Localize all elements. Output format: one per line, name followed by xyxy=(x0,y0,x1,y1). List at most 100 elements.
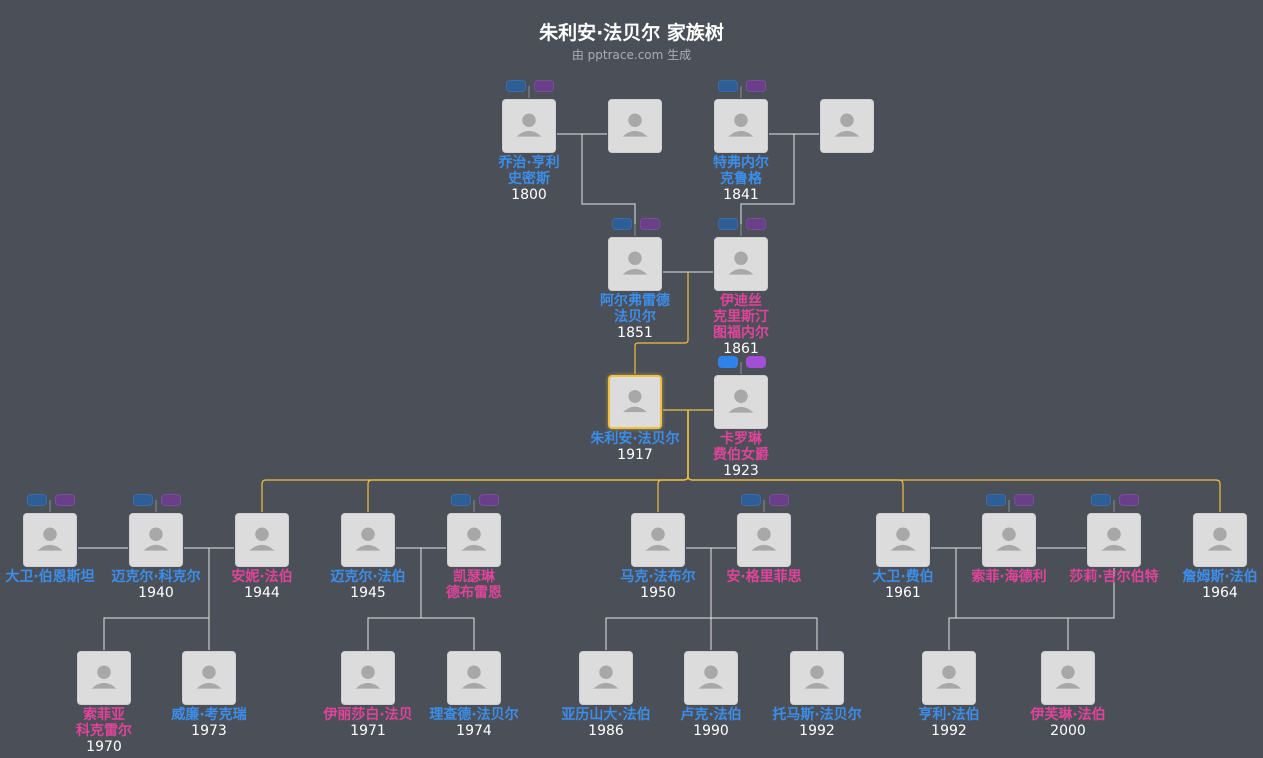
expand-parents-toggle[interactable] xyxy=(986,494,1006,506)
expand-parents-toggle[interactable] xyxy=(612,218,632,230)
person-card-thomas[interactable] xyxy=(790,651,844,705)
expand-spouse-toggle[interactable] xyxy=(479,494,499,506)
expand-spouse-toggle[interactable] xyxy=(640,218,660,230)
person-card-ferdinand[interactable] xyxy=(714,99,768,153)
expand-spouse-toggle[interactable] xyxy=(1119,494,1139,506)
person-card-henry[interactable] xyxy=(922,651,976,705)
person-silhouette-icon xyxy=(622,251,648,275)
person-silhouette-icon xyxy=(996,527,1022,551)
person-silhouette-icon xyxy=(622,389,648,413)
person-card-sophia[interactable] xyxy=(77,651,131,705)
person-silhouette-icon xyxy=(728,113,754,137)
descent-line xyxy=(103,548,210,650)
person-card-kathleen[interactable] xyxy=(447,513,501,567)
person-name: 特弗内尔 xyxy=(713,155,769,171)
person-card-evelyn[interactable] xyxy=(1041,651,1095,705)
person-name: 理查德·法贝尔 xyxy=(429,707,519,723)
expand-parents-toggle[interactable] xyxy=(451,494,471,506)
person-birth-year: 1974 xyxy=(456,723,492,739)
person-card-alexander[interactable] xyxy=(579,651,633,705)
person-silhouette-icon xyxy=(645,527,671,551)
person-silhouette-icon xyxy=(622,113,648,137)
person-name: 伊芙琳·法伯 xyxy=(1030,707,1106,723)
person-name: 科克雷尔 xyxy=(76,723,132,739)
person-card-ann[interactable] xyxy=(737,513,791,567)
person-birth-year: 1986 xyxy=(588,723,624,739)
person-name: 大卫·费伯 xyxy=(872,569,934,585)
person-birth-year: 2000 xyxy=(1050,723,1086,739)
person-silhouette-icon xyxy=(698,665,724,689)
expand-spouse-toggle[interactable] xyxy=(746,80,766,92)
expand-spouse-toggle[interactable] xyxy=(769,494,789,506)
expand-parents-toggle[interactable] xyxy=(133,494,153,506)
person-card-sally[interactable] xyxy=(1087,513,1141,567)
expand-parents-toggle[interactable] xyxy=(506,80,526,92)
expand-parents-toggle[interactable] xyxy=(718,218,738,230)
person-silhouette-icon xyxy=(834,113,860,137)
person-name: 德布雷恩 xyxy=(446,585,502,601)
person-card-caroline[interactable] xyxy=(714,375,768,429)
person-name: 马克·法布尔 xyxy=(620,569,696,585)
person-silhouette-icon xyxy=(890,527,916,551)
person-name: 索菲亚 xyxy=(83,707,125,723)
expand-spouse-toggle[interactable] xyxy=(161,494,181,506)
descent-line xyxy=(948,548,957,650)
person-card-elizabeth[interactable] xyxy=(341,651,395,705)
person-name: 安妮·法伯 xyxy=(231,569,293,585)
person-card-p2[interactable] xyxy=(608,99,662,153)
person-card-julian[interactable] xyxy=(608,375,662,429)
person-silhouette-icon xyxy=(751,527,777,551)
person-name: 亚历山大·法伯 xyxy=(561,707,651,723)
person-silhouette-icon xyxy=(1101,527,1127,551)
person-card-p4[interactable] xyxy=(820,99,874,153)
person-card-michael_f[interactable] xyxy=(341,513,395,567)
person-name: 大卫·伯恩斯坦 xyxy=(5,569,95,585)
person-card-james[interactable] xyxy=(1193,513,1247,567)
person-name: 阿尔弗雷德 xyxy=(600,293,670,309)
person-card-richard[interactable] xyxy=(447,651,501,705)
person-silhouette-icon xyxy=(516,113,542,137)
page-title: 朱利安·法贝尔 家族树 xyxy=(539,22,724,44)
person-card-mark[interactable] xyxy=(631,513,685,567)
person-card-edith[interactable] xyxy=(714,237,768,291)
person-birth-year: 1800 xyxy=(511,187,547,203)
expand-spouse-toggle[interactable] xyxy=(746,356,766,368)
person-name: 乔治·亨利 xyxy=(498,155,560,171)
expand-parents-toggle[interactable] xyxy=(741,494,761,506)
descent-line xyxy=(581,134,636,236)
person-silhouette-icon xyxy=(936,665,962,689)
person-name: 伊迪丝 xyxy=(720,293,762,309)
person-silhouette-icon xyxy=(593,665,619,689)
person-birth-year: 1940 xyxy=(138,585,174,601)
expand-parents-toggle[interactable] xyxy=(27,494,47,506)
person-silhouette-icon xyxy=(196,665,222,689)
person-card-michael_k[interactable] xyxy=(129,513,183,567)
expand-spouse-toggle[interactable] xyxy=(534,80,554,92)
person-name: 法贝尔 xyxy=(614,309,656,325)
person-birth-year: 1917 xyxy=(617,447,653,463)
person-name: 莎莉·吉尔伯特 xyxy=(1069,569,1159,585)
person-card-alfred[interactable] xyxy=(608,237,662,291)
person-silhouette-icon xyxy=(728,251,754,275)
person-name: 克鲁格 xyxy=(720,171,762,187)
expand-spouse-toggle[interactable] xyxy=(1014,494,1034,506)
expand-parents-toggle[interactable] xyxy=(1091,494,1111,506)
person-card-william[interactable] xyxy=(182,651,236,705)
person-card-george[interactable] xyxy=(502,99,556,153)
person-birth-year: 1971 xyxy=(350,723,386,739)
person-name: 詹姆斯·法伯 xyxy=(1182,569,1258,585)
expand-parents-toggle[interactable] xyxy=(718,80,738,92)
person-name: 迈克尔·科克尔 xyxy=(111,569,201,585)
expand-parents-toggle[interactable] xyxy=(718,356,738,368)
person-card-david_b[interactable] xyxy=(23,513,77,567)
person-name: 费伯女爵 xyxy=(713,447,769,463)
person-card-annie[interactable] xyxy=(235,513,289,567)
person-card-luke[interactable] xyxy=(684,651,738,705)
person-name: 亨利·法伯 xyxy=(918,707,980,723)
person-card-david_f[interactable] xyxy=(876,513,930,567)
expand-spouse-toggle[interactable] xyxy=(746,218,766,230)
person-card-sophie[interactable] xyxy=(982,513,1036,567)
person-birth-year: 1992 xyxy=(931,723,967,739)
expand-spouse-toggle[interactable] xyxy=(55,494,75,506)
